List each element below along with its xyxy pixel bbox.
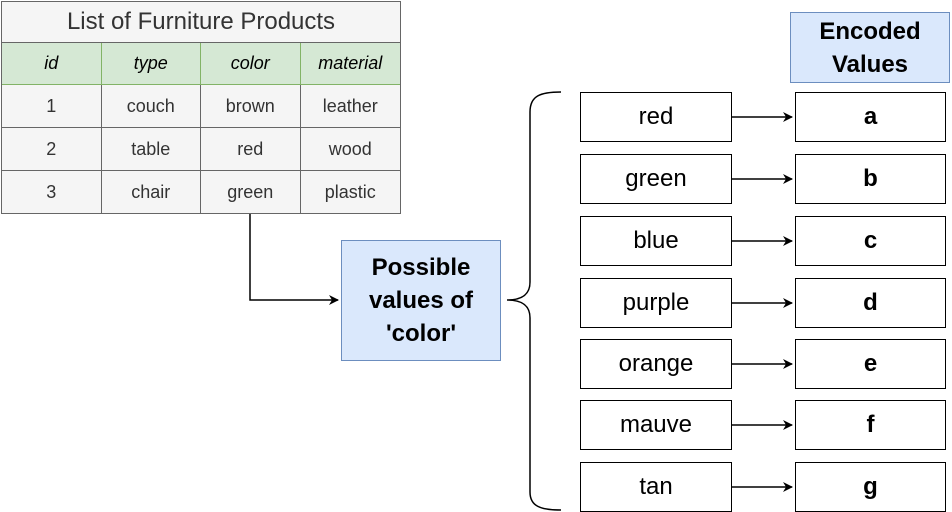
table-cell: leather [322,95,378,116]
column-header: color [201,43,301,84]
possible-values-box: Possible values of 'color' [341,240,501,361]
table-cell: brown [201,85,301,127]
color-value-box: red [580,92,732,142]
encoded-value-box: b [795,154,946,204]
table-cell: chair [102,171,201,213]
color-value-box: purple [580,278,732,328]
table-to-possible-connector [249,210,339,305]
table-cell: 2 [2,128,102,170]
encoded-value-box: g [795,462,946,512]
table-cell: table [102,128,201,170]
furniture-table: List of Furniture Products id type color… [1,1,401,214]
column-header: type [102,43,201,84]
mapping-arrows [732,112,793,492]
encoded-value-box: f [795,400,946,450]
color-value-box: tan [580,462,732,512]
table-title: List of Furniture Products [2,2,400,43]
table-row: 3 chair green plastic [2,171,400,213]
color-value-box: mauve [580,400,732,450]
table-header-row: id type color material [2,43,400,85]
color-value-box: green [580,154,732,204]
color-value-box: blue [580,216,732,266]
table-cell: 1 [2,85,102,127]
encoded-values-header: Encoded Values [790,12,950,83]
table-cell: green [201,171,301,213]
encoded-value-box: d [795,278,946,328]
table-cell: couch [102,85,201,127]
table-cell: red [201,128,301,170]
table-cell: plastic [324,181,376,202]
curly-brace [506,91,562,511]
table-row: 2 table red wood [2,128,400,171]
table-row: 1 couch brown leather [2,85,400,128]
column-header: id [2,43,102,84]
encoded-value-box: a [795,92,946,142]
table-cell: 3 [2,171,102,213]
color-value-box: orange [580,339,732,389]
encoded-value-box: e [795,339,946,389]
column-header: material [318,53,383,73]
encoded-value-box: c [795,216,946,266]
table-cell: wood [328,138,372,159]
